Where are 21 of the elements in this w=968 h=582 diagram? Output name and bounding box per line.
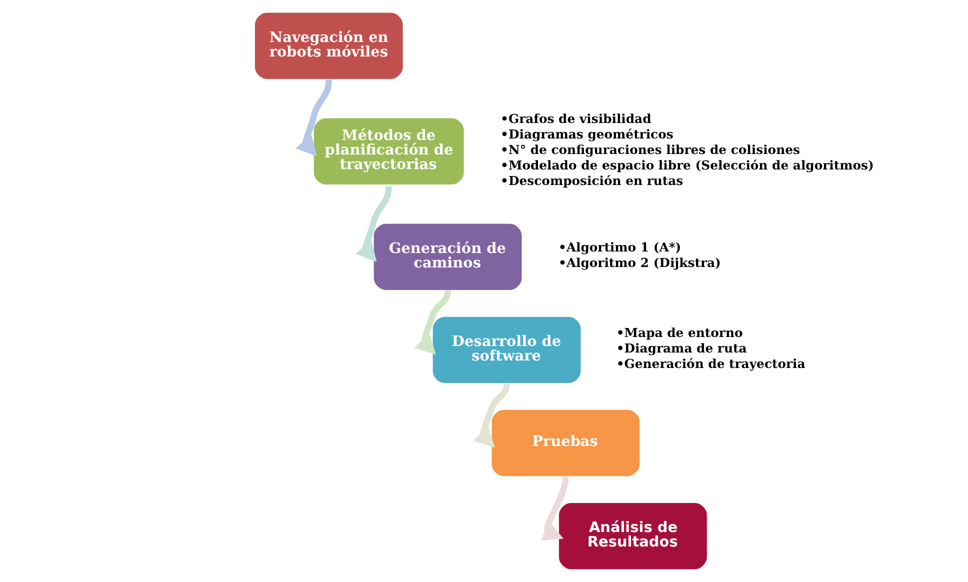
node-label: •Mapa de entorno [616,325,743,340]
node-box: Generación de caminos [372,222,523,291]
node-box: Desarrollo de software [432,316,582,384]
node-label: •Grafos de visibilidad [500,111,652,126]
node-label: •Algoritmo 2 (Dijkstra) [558,254,721,270]
arrow [414,290,451,355]
node-label: •Diagramas geométricos [500,126,674,142]
arrow [296,79,332,156]
node-box: Pruebas [490,408,641,478]
node-label: •Modelado de espacio libre (Selección de algoritmos) [500,158,874,173]
node-box: Navegación en robots móviles [254,12,404,80]
arrow [473,383,510,448]
node-label: •Descomposición en rutas [500,173,684,188]
node-label: •N° de configuraciones libres de colisiones [500,142,800,158]
node-box: Métodos de planificación de trayectorias [312,117,465,186]
node-label: •Algortimo 1 (A*) [558,239,682,254]
node-box: Análisis de Resultados [558,502,708,570]
arrow [540,476,569,541]
arrow [355,186,392,262]
node-label: •Generación de trayectoria [616,356,806,372]
node-label: •Diagrama de ruta [616,340,747,356]
